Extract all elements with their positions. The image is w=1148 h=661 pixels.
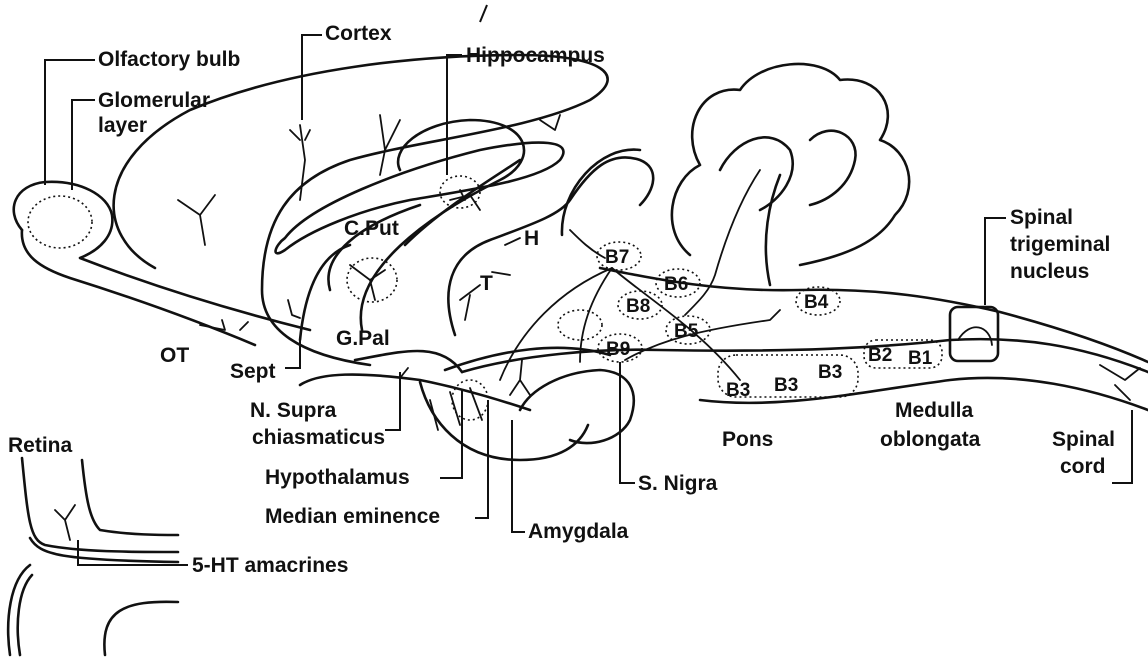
label-spinal-cord-1: Spinal [1052, 428, 1115, 451]
label-spinal-cord-2: cord [1060, 455, 1106, 478]
label-hypothalamus: Hypothalamus [265, 466, 410, 489]
nucleus-b3-b: B3 [774, 375, 798, 396]
label-supra-2: chiasmaticus [252, 426, 385, 449]
label-hippocampus: Hippocampus [466, 44, 605, 67]
label-glomerular-1: Glomerular [98, 89, 210, 112]
label-cortex: Cortex [325, 22, 392, 45]
label-spinal-trigeminal-1: Spinal [1010, 206, 1073, 229]
retina-inset [8, 458, 178, 655]
label-olfactory-bulb: Olfactory bulb [98, 48, 240, 71]
label-retina: Retina [8, 434, 73, 457]
region-labels: Olfactory bulb Glomerular layer Cortex H… [8, 22, 1115, 577]
label-pons: Pons [722, 428, 773, 451]
label-sept: Sept [230, 360, 276, 383]
label-supra-1: N. Supra [250, 399, 337, 422]
axon-projections [178, 115, 1140, 430]
nucleus-b9: B9 [606, 339, 630, 360]
label-h: H [524, 227, 539, 250]
nucleus-b3-c: B3 [818, 362, 842, 383]
label-g-pal: G.Pal [336, 327, 390, 350]
stray-mark [480, 5, 487, 22]
label-c-put: C.Put [344, 217, 399, 240]
raphe-nuclei: B7 B6 B8 B5 B9 B4 B3 B3 B3 B2 B1 [597, 242, 942, 401]
nucleus-b5: B5 [674, 321, 699, 342]
nucleus-b2: B2 [868, 345, 892, 366]
nucleus-b6: B6 [664, 274, 688, 295]
label-spinal-trigeminal-2: trigeminal [1010, 233, 1110, 256]
label-medulla-1: Medulla [895, 399, 973, 422]
label-spinal-trigeminal-3: nucleus [1010, 260, 1089, 283]
nucleus-b8: B8 [626, 296, 650, 317]
brain-outline [14, 55, 1148, 460]
nucleus-b1: B1 [908, 348, 933, 369]
label-5ht-amacrines: 5-HT amacrines [192, 554, 348, 577]
nucleus-b3-a: B3 [726, 380, 750, 401]
label-median-eminence: Median eminence [265, 505, 440, 528]
label-glomerular-2: layer [98, 114, 147, 137]
nucleus-b7: B7 [605, 247, 629, 268]
label-medulla-2: oblongata [880, 428, 981, 451]
label-amygdala: Amygdala [528, 520, 629, 543]
label-ot: OT [160, 344, 189, 367]
nucleus-b4: B4 [804, 292, 829, 313]
label-t: T [480, 272, 493, 295]
label-s-nigra: S. Nigra [638, 472, 718, 495]
label-leaders [45, 35, 1132, 565]
